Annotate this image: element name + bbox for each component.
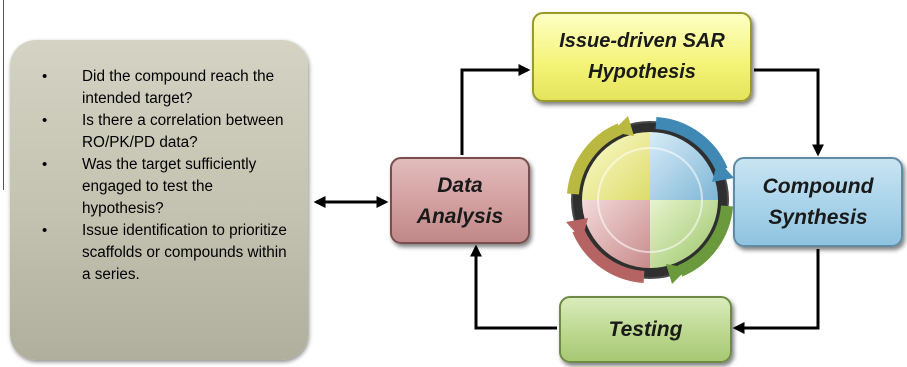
compound-synthesis-label: Compound Synthesis [762,175,874,229]
bullet-icon: • [42,222,48,239]
data-analysis-box: Data Analysis [390,157,530,244]
question-item: • Is there a correlation between RO/PK/PD… [30,110,294,154]
cycle-wheel-icon [566,116,734,284]
compound-synthesis-box: Compound Synthesis [733,157,903,247]
data-analysis-label: Data Analysis [416,173,504,228]
question-text: Issue identification to prioritize scaff… [82,222,287,283]
arrow-testing-to-data [470,244,557,330]
question-item: • Did the compound reach the intended tar… [30,66,294,110]
question-text: Was the target sufficiently engaged to t… [82,156,257,217]
question-text: Did the compound reach the intended targ… [82,68,275,107]
vertical-divider-line [3,0,4,190]
question-text: Is there a correlation between RO/PK/PD … [82,112,284,151]
questions-panel: • Did the compound reach the intended tar… [10,40,308,360]
hypothesis-label: Issue-driven SAR Hypothesis [559,30,725,83]
question-item: • Issue identification to prioritize scaf… [30,220,294,286]
testing-label: Testing [608,318,683,341]
questions-list: • Did the compound reach the intended tar… [10,40,308,286]
arrow-data-to-hypothesis [460,64,531,155]
bullet-icon: • [42,68,48,85]
hypothesis-box: Issue-driven SAR Hypothesis [532,12,752,102]
bullet-icon: • [42,156,48,173]
arrow-synthesis-to-testing [732,249,820,334]
question-item: • Was the target sufficiently engaged to … [30,154,294,220]
testing-box: Testing [559,296,732,363]
bullet-icon: • [42,112,48,129]
arrow-hypothesis-to-synthesis [754,68,824,157]
